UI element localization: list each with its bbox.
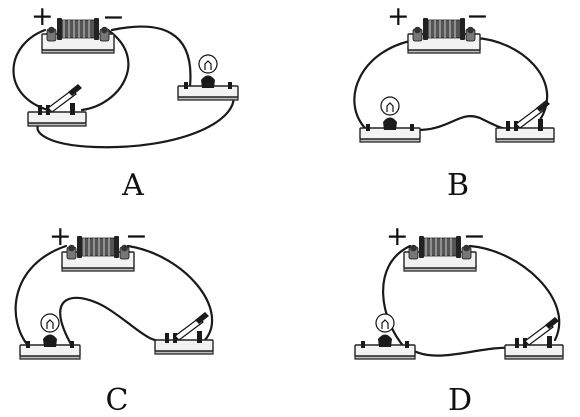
circuit-d: + − D: [354, 221, 564, 417]
knife-switch: [495, 99, 555, 143]
bulb: [19, 313, 81, 360]
bulb: [354, 313, 416, 360]
bulb: [177, 54, 239, 101]
wire: [110, 25, 192, 88]
wire: [14, 244, 68, 350]
circuit-b: + − B: [353, 1, 555, 203]
minus-sign: −: [463, 221, 486, 252]
wire: [410, 346, 517, 357]
circuit-c: + − C: [14, 221, 214, 417]
caption-b: B: [447, 168, 469, 203]
wire: [353, 38, 417, 130]
caption-a: A: [121, 168, 144, 203]
wire: [468, 244, 561, 342]
power-supply: [61, 235, 135, 272]
plus-sign: +: [387, 1, 410, 32]
knife-switch: [154, 311, 214, 355]
circuit-a: + − A: [12, 1, 239, 203]
knife-switch: [504, 316, 564, 360]
plus-sign: +: [31, 1, 54, 32]
minus-sign: −: [466, 1, 489, 32]
wire: [12, 28, 50, 112]
wire: [36, 88, 235, 149]
wire: [80, 28, 130, 112]
caption-c: C: [106, 383, 129, 417]
wire: [473, 36, 549, 122]
wire: [126, 244, 213, 342]
caption-d: D: [448, 383, 472, 417]
plus-sign: +: [386, 221, 409, 252]
wire: [382, 244, 412, 350]
bulb: [359, 96, 421, 143]
minus-sign: −: [125, 221, 148, 252]
wire: [59, 296, 170, 348]
minus-sign: −: [102, 2, 125, 33]
plus-sign: +: [49, 221, 72, 252]
